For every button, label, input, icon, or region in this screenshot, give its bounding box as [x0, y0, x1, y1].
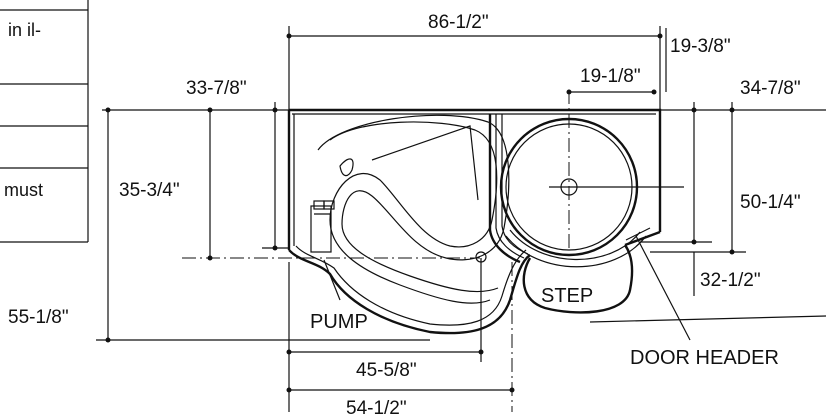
- side-table-text-4: must: [4, 180, 43, 200]
- dim-overall-width: 86-1/2": [428, 12, 489, 33]
- dim-drain-width: 45-5/8": [356, 360, 417, 381]
- label-pump: PUMP: [310, 311, 368, 333]
- pump-block: [310, 200, 341, 301]
- footwell: [317, 114, 510, 304]
- label-step: STEP: [541, 285, 593, 307]
- dim-step-depth: 32-1/2": [700, 270, 761, 291]
- side-table: in il- must: [0, 0, 89, 243]
- dimension-lines: [96, 26, 826, 412]
- dim-right-depth: 34-7/8": [740, 78, 801, 99]
- dim-overall-depth: 55-1/8": [8, 307, 69, 328]
- dim-right-offset: 19-3/8": [670, 36, 731, 57]
- dim-step-width: 54-1/2": [346, 398, 407, 419]
- label-door-header: DOOR HEADER: [630, 347, 779, 369]
- dim-drain-depth: 35-3/4": [119, 180, 180, 201]
- side-table-text-1: in il-: [8, 20, 41, 40]
- round-seat: [499, 90, 684, 268]
- tub-outline: [287, 108, 662, 335]
- dim-seat-center-offset: 19-1/8": [580, 66, 641, 87]
- dim-left-depth: 33-7/8": [186, 78, 247, 99]
- dim-seat-depth: 50-1/4": [740, 192, 801, 213]
